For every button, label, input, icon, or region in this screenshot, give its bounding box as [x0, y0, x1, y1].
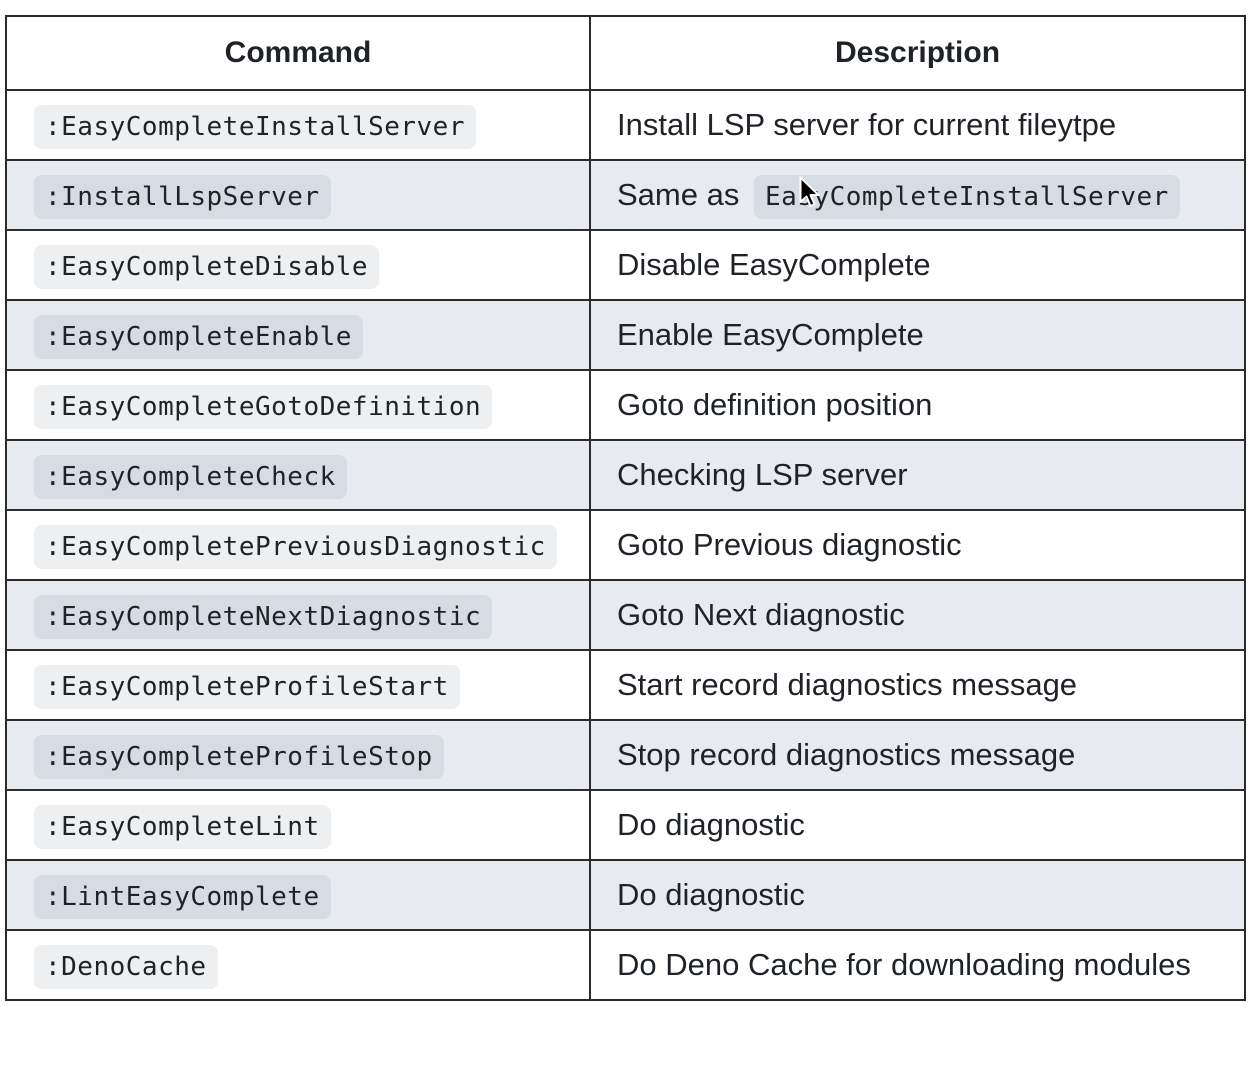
- table-row: :EasyCompletePreviousDiagnostic Goto Pre…: [5, 509, 1246, 581]
- table-row: :EasyCompleteInstallServer Install LSP s…: [5, 89, 1246, 161]
- description-text: Same as: [617, 177, 740, 212]
- command-cell: :EasyCompleteInstallServer: [5, 89, 591, 161]
- description-cell: Stop record diagnostics message: [589, 719, 1246, 791]
- command-code: :EasyCompleteLint: [34, 805, 331, 849]
- command-code: :EasyCompleteInstallServer: [34, 105, 476, 149]
- command-code: :EasyCompleteNextDiagnostic: [34, 595, 493, 639]
- command-code: :EasyCompletePreviousDiagnostic: [34, 525, 557, 569]
- command-cell: :EasyCompleteCheck: [5, 439, 591, 511]
- command-cell: :EasyCompleteProfileStop: [5, 719, 591, 791]
- command-cell: :EasyCompleteDisable: [5, 229, 591, 301]
- command-code: :EasyCompleteEnable: [34, 315, 363, 359]
- command-cell: :EasyCompleteGotoDefinition: [5, 369, 591, 441]
- mouse-pointer-icon: [799, 176, 820, 207]
- command-code: :LintEasyComplete: [34, 875, 331, 919]
- table-row: :EasyCompleteDisable Disable EasyComplet…: [5, 229, 1246, 301]
- command-cell: :InstallLspServer: [5, 159, 591, 231]
- table-header-row: Command Description: [5, 15, 1246, 91]
- description-cell: Install LSP server for current fileytpe: [589, 89, 1246, 161]
- command-cell: :EasyCompleteLint: [5, 789, 591, 861]
- table-row: :EasyCompleteLint Do diagnostic: [5, 789, 1246, 861]
- command-cell: :DenoCache: [5, 929, 591, 1001]
- description-code: EasyCompleteInstallServer: [753, 175, 1180, 219]
- command-cell: :LintEasyComplete: [5, 859, 591, 931]
- table-row: :DenoCache Do Deno Cache for downloading…: [5, 929, 1246, 1001]
- command-code: :EasyCompleteGotoDefinition: [34, 385, 493, 429]
- command-cell: :EasyCompleteProfileStart: [5, 649, 591, 721]
- description-cell: Goto Next diagnostic: [589, 579, 1246, 651]
- table-row: :EasyCompleteNextDiagnostic Goto Next di…: [5, 579, 1246, 651]
- command-cell: :EasyCompleteNextDiagnostic: [5, 579, 591, 651]
- description-cell: Enable EasyComplete: [589, 299, 1246, 371]
- description-cell: Start record diagnostics message: [589, 649, 1246, 721]
- description-cell: Do diagnostic: [589, 859, 1246, 931]
- description-cell: Checking LSP server: [589, 439, 1246, 511]
- table-row: :EasyCompleteEnable Enable EasyComplete: [5, 299, 1246, 371]
- description-cell: Same as EasyCompleteInstallServer: [589, 159, 1246, 231]
- command-code: :EasyCompleteProfileStop: [34, 735, 444, 779]
- command-code: :EasyCompleteProfileStart: [34, 665, 460, 709]
- table-row: :LintEasyComplete Do diagnostic: [5, 859, 1246, 931]
- table-row: :EasyCompleteGotoDefinition Goto definit…: [5, 369, 1246, 441]
- command-cell: :EasyCompleteEnable: [5, 299, 591, 371]
- command-code: :EasyCompleteDisable: [34, 245, 380, 289]
- description-cell: Goto definition position: [589, 369, 1246, 441]
- command-cell: :EasyCompletePreviousDiagnostic: [5, 509, 591, 581]
- commands-table: Command Description :EasyCompleteInstall…: [5, 15, 1246, 1001]
- header-description: Description: [589, 15, 1246, 91]
- table-row: :EasyCompleteProfileStop Stop record dia…: [5, 719, 1246, 791]
- description-cell: Disable EasyComplete: [589, 229, 1246, 301]
- table-row: :EasyCompleteCheck Checking LSP server: [5, 439, 1246, 511]
- command-code: :InstallLspServer: [34, 175, 331, 219]
- command-code: :EasyCompleteCheck: [34, 455, 347, 499]
- header-command: Command: [5, 15, 591, 91]
- description-cell: Do diagnostic: [589, 789, 1246, 861]
- description-cell: Do Deno Cache for downloading modules: [589, 929, 1246, 1001]
- table-row: :EasyCompleteProfileStart Start record d…: [5, 649, 1246, 721]
- description-cell: Goto Previous diagnostic: [589, 509, 1246, 581]
- command-code: :DenoCache: [34, 945, 218, 989]
- table-row: :InstallLspServer Same as EasyCompleteIn…: [5, 159, 1246, 231]
